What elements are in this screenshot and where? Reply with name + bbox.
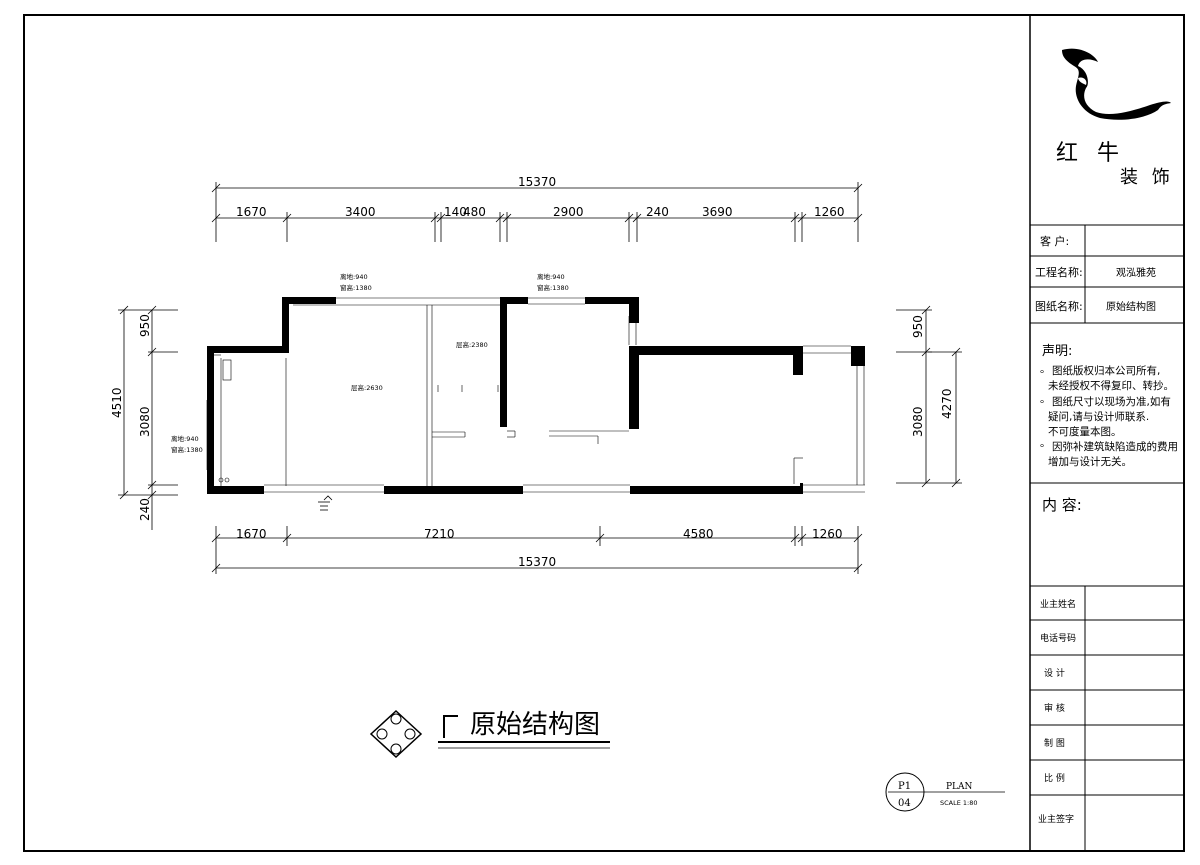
dim-top-1: 1670 xyxy=(236,205,267,219)
ceiling-note-corridor: 层高:2380 xyxy=(456,340,488,349)
dim-bottom-1: 1670 xyxy=(236,527,267,541)
brand-name-line1: 红 牛 xyxy=(1056,141,1125,166)
plan-walls xyxy=(207,297,865,494)
floor-plan: 离地:940 窗高:1380 离地:940 窗高:1380 离地:940 窗高:… xyxy=(171,272,865,511)
ceiling-note-living: 层高:2630 xyxy=(351,383,383,392)
dim-right-2: 3080 xyxy=(911,406,925,437)
stamp-sheet-bottom: 04 xyxy=(898,798,911,809)
dim-left-3: 240 xyxy=(138,498,152,521)
window-note-3-line-2: 窗高:1380 xyxy=(171,445,203,454)
dim-top-8: 1260 xyxy=(814,205,845,219)
statement-title: 声明: xyxy=(1042,344,1072,359)
sheet-stamp: P1 04 PLAN SCALE 1:80 xyxy=(885,772,1005,812)
drawing-name-label: 图纸名称: xyxy=(1035,299,1083,313)
compass-symbol xyxy=(369,709,423,759)
content-label: 内 容: xyxy=(1042,496,1082,514)
dim-top-6: 240 xyxy=(646,205,669,219)
dim-left-total: 4510 xyxy=(110,387,124,418)
dim-bottom-4: 1260 xyxy=(812,527,843,541)
statement-list: 。 图纸版权归本公司所有, 未经授权不得复印、转抄。 。 图纸尺寸以现场为准,如… xyxy=(1040,363,1178,468)
dim-bottom-total: 15370 xyxy=(518,555,556,569)
row-label-design: 设 计 xyxy=(1044,667,1065,679)
window-note-1-line-2: 窗高:1380 xyxy=(340,283,372,292)
dim-top-5: 2900 xyxy=(553,205,584,219)
statement-bullet: 。 xyxy=(1040,363,1051,375)
project-label: 工程名称: xyxy=(1035,265,1083,279)
window-note-2: 离地:940 窗高:1380 xyxy=(537,272,569,292)
drawing-title: 原始结构图 xyxy=(470,710,600,740)
row-label-phone: 电话号码 xyxy=(1040,632,1076,644)
window-note-3-line-1: 离地:940 xyxy=(171,434,199,443)
dim-top-4: 480 xyxy=(463,205,486,219)
statement-item-2-line-3: 不可度量本图。 xyxy=(1048,425,1122,438)
drawing-name-value: 原始结构图 xyxy=(1106,300,1156,313)
title-block-rows: 业主姓名 电话号码 设 计 审 核 制 图 比 例 业主签字 xyxy=(1030,585,1184,851)
project-value: 观泓雅苑 xyxy=(1116,266,1156,279)
window-note-1-line-1: 离地:940 xyxy=(340,272,368,281)
entry-marker xyxy=(318,495,333,511)
brand-name-line2: 装 饰 xyxy=(1120,167,1174,188)
window-note-2-line-2: 窗高:1380 xyxy=(537,283,569,292)
dim-top-7: 3690 xyxy=(702,205,733,219)
plan-thin-lines xyxy=(206,297,865,493)
stamp-sheet-top: P1 xyxy=(898,781,911,792)
stamp-plan: PLAN xyxy=(946,782,973,792)
dim-bottom-2: 7210 xyxy=(424,527,455,541)
row-label-draft: 制 图 xyxy=(1044,737,1065,749)
dimension-bottom xyxy=(211,526,863,574)
statement-item-1-line-2: 未经授权不得复印、转抄。 xyxy=(1048,379,1174,392)
dimension-right xyxy=(896,305,962,488)
dim-bottom-3: 4580 xyxy=(683,527,714,541)
statement-item-3-line-2: 增加与设计无关。 xyxy=(1048,455,1132,468)
dim-top-3: 140 xyxy=(444,205,467,219)
dimension-top xyxy=(211,182,863,242)
row-label-owner-signature: 业主签字 xyxy=(1038,813,1074,825)
window-note-2-line-1: 离地:940 xyxy=(537,272,565,281)
statement-item-2-line-2: 疑问,请与设计师联系. xyxy=(1048,410,1149,423)
window-note-1: 离地:940 窗高:1380 xyxy=(340,272,372,292)
statement-bullet: 。 xyxy=(1040,437,1051,449)
statement-item-2-line-1: 图纸尺寸以现场为准,如有 xyxy=(1052,395,1171,408)
stamp-scale: SCALE 1:80 xyxy=(940,799,978,807)
statement-bullet: 。 xyxy=(1040,393,1051,405)
row-label-scale: 比 例 xyxy=(1044,772,1065,784)
dim-left-2: 3080 xyxy=(138,406,152,437)
row-label-owner: 业主姓名 xyxy=(1040,598,1076,610)
dim-right-1: 950 xyxy=(911,315,925,338)
window-note-3: 离地:940 窗高:1380 xyxy=(171,434,203,454)
brand-logo xyxy=(1062,48,1171,120)
dim-left-1: 950 xyxy=(138,314,152,337)
title-bracket xyxy=(443,715,458,738)
row-label-review: 审 核 xyxy=(1044,702,1065,714)
dim-right-total: 4270 xyxy=(940,388,954,419)
statement-item-1-line-1: 图纸版权归本公司所有, xyxy=(1052,364,1160,377)
client-label: 客 户: xyxy=(1040,234,1069,248)
statement-item-3-line-1: 因弥补建筑缺陷造成的费用 xyxy=(1052,440,1178,453)
dimension-left xyxy=(118,305,178,530)
dim-top-2: 3400 xyxy=(345,205,376,219)
dim-top-total: 15370 xyxy=(518,175,556,189)
sheet-border xyxy=(23,14,1185,852)
